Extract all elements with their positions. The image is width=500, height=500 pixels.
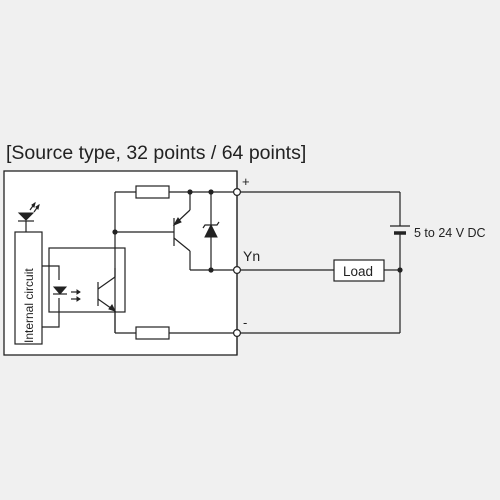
terminal-plus — [233, 188, 242, 197]
junction-dot — [112, 229, 118, 235]
junction-dot — [208, 267, 214, 273]
zener-diode-icon — [202, 192, 220, 270]
battery-icon — [390, 225, 410, 235]
bottom-resistor — [135, 326, 170, 340]
supply-voltage-label: 5 to 24 V DC — [414, 226, 486, 240]
wire-led-cathode — [42, 298, 60, 328]
output-transistor-icon — [172, 192, 191, 270]
wire-led-anode — [42, 265, 60, 280]
terminal-yn — [233, 266, 242, 275]
internal-circuit-box — [14, 231, 43, 345]
plus-label: + — [242, 174, 250, 189]
photocoupler-box — [48, 247, 126, 313]
top-resistor — [135, 185, 170, 199]
junction-dot — [208, 189, 214, 195]
photocoupler-led-icon — [52, 286, 81, 302]
terminal-yn-label: Yn — [243, 248, 260, 264]
minus-label: - — [243, 315, 247, 330]
load-label: Load — [343, 264, 373, 279]
terminal-minus — [233, 329, 242, 338]
diagram-title: [Source type, 32 points / 64 points] — [6, 142, 306, 164]
phototransistor-icon — [97, 276, 116, 312]
indicator-led-icon — [17, 201, 40, 232]
internal-circuit-label: Internal circuit — [22, 268, 36, 343]
